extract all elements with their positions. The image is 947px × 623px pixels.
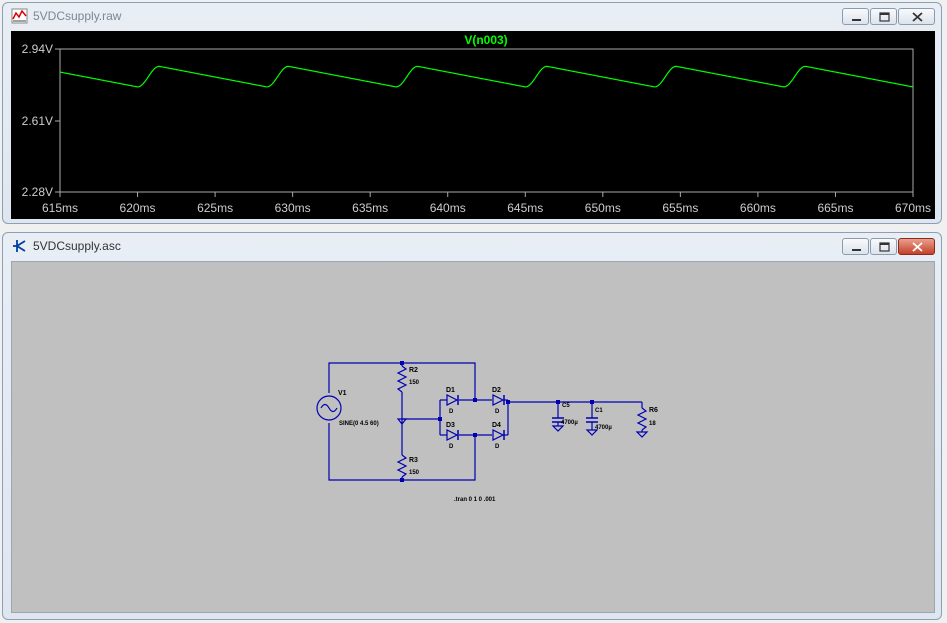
waveform-window[interactable]: 5VDCsupply.raw V(n003) 2.94V 2.61V 2.28V bbox=[2, 2, 942, 224]
x-tick-label: 650ms bbox=[585, 201, 621, 215]
maximize-button[interactable] bbox=[870, 8, 897, 25]
c1-value: 4700µ bbox=[595, 425, 612, 431]
y-tick-label: 2.94V bbox=[22, 42, 53, 56]
capacitor-c1[interactable] bbox=[585, 417, 599, 436]
waveform-titlebar[interactable]: 5VDCsupply.raw bbox=[3, 3, 941, 29]
minimize-button[interactable] bbox=[842, 238, 869, 255]
y-tick-label: 2.61V bbox=[22, 114, 53, 128]
x-tick-label: 665ms bbox=[817, 201, 853, 215]
junction-dot bbox=[438, 417, 442, 421]
junctions bbox=[400, 361, 594, 482]
maximize-icon bbox=[879, 242, 890, 252]
r3-label: R3 bbox=[409, 457, 418, 464]
waveform-plot[interactable]: V(n003) 2.94V 2.61V 2.28V 615ms 620ms 625m… bbox=[11, 31, 935, 219]
r6-label: R6 bbox=[649, 407, 658, 414]
minimize-icon bbox=[852, 249, 861, 251]
wire[interactable] bbox=[328, 423, 402, 481]
d4-label: D4 bbox=[492, 422, 501, 429]
maximize-icon bbox=[879, 12, 890, 22]
spice-directive[interactable]: .tran 0 1 0 .001 bbox=[454, 497, 496, 503]
x-tick-label: 670ms bbox=[895, 201, 931, 215]
diode-d1[interactable] bbox=[446, 394, 459, 406]
close-button[interactable] bbox=[898, 238, 935, 255]
d1-model: D bbox=[449, 409, 454, 415]
schematic-window[interactable]: 5VDCsupply.asc bbox=[2, 232, 942, 620]
x-tick-label: 660ms bbox=[740, 201, 776, 215]
minimize-icon bbox=[852, 19, 861, 21]
trace-label[interactable]: V(n003) bbox=[464, 33, 507, 47]
d2-label: D2 bbox=[492, 387, 501, 394]
c5-value: 4700µ bbox=[561, 420, 578, 426]
close-icon bbox=[912, 12, 923, 22]
junction-dot bbox=[473, 398, 477, 402]
r6-value: 18 bbox=[649, 421, 656, 427]
close-icon bbox=[912, 242, 923, 252]
x-tick-label: 640ms bbox=[430, 201, 466, 215]
maximize-button[interactable] bbox=[870, 238, 897, 255]
junction-dot bbox=[506, 400, 510, 404]
d3-label: D3 bbox=[446, 422, 455, 429]
v1-label: V1 bbox=[338, 390, 347, 397]
schematic-svg[interactable]: V1 SINE(0 4.5 60) R2 150 R3 150 D1 D bbox=[12, 262, 934, 612]
r2-value: 150 bbox=[409, 380, 420, 386]
r2-label: R2 bbox=[409, 367, 418, 374]
v1-value: SINE(0 4.5 60) bbox=[339, 421, 379, 427]
junction-dot bbox=[556, 400, 560, 404]
d1-label: D1 bbox=[446, 387, 455, 394]
x-tick-label: 630ms bbox=[275, 201, 311, 215]
minimize-button[interactable] bbox=[842, 8, 869, 25]
junction-dot bbox=[590, 400, 594, 404]
wire[interactable] bbox=[402, 435, 476, 481]
x-tick-label: 620ms bbox=[120, 201, 156, 215]
schematic-titlebar[interactable]: 5VDCsupply.asc bbox=[3, 233, 941, 259]
c1-label: C1 bbox=[595, 408, 603, 414]
x-tick-label: 655ms bbox=[662, 201, 698, 215]
waveform-window-title: 5VDCsupply.raw bbox=[33, 9, 122, 23]
r3-value: 150 bbox=[409, 470, 420, 476]
wire[interactable] bbox=[402, 362, 476, 400]
diode-d4[interactable] bbox=[492, 429, 505, 441]
diode-d3[interactable] bbox=[446, 429, 459, 441]
x-tick-label: 635ms bbox=[352, 201, 388, 215]
schematic-canvas[interactable]: V1 SINE(0 4.5 60) R2 150 R3 150 D1 D bbox=[11, 261, 935, 613]
junction-dot bbox=[400, 361, 404, 365]
junction-dot bbox=[473, 433, 477, 437]
diode-d2[interactable] bbox=[492, 394, 505, 406]
close-button[interactable] bbox=[898, 8, 935, 25]
waveform-svg[interactable]: V(n003) 2.94V 2.61V 2.28V 615ms 620ms 625m… bbox=[11, 31, 935, 219]
d3-model: D bbox=[449, 444, 454, 450]
node-symbol bbox=[396, 418, 408, 425]
x-tick-label: 645ms bbox=[507, 201, 543, 215]
d4-model: D bbox=[495, 444, 500, 450]
y-axis: 2.94V 2.61V 2.28V bbox=[22, 42, 60, 199]
schematic-icon bbox=[13, 240, 26, 252]
resistor-r6[interactable] bbox=[635, 407, 649, 438]
resistor-r2[interactable] bbox=[396, 365, 408, 393]
y-tick-label: 2.28V bbox=[22, 185, 53, 199]
c5-label: C5 bbox=[562, 403, 570, 409]
voltage-source-v1[interactable] bbox=[316, 395, 342, 421]
waveform-icon bbox=[11, 8, 28, 24]
plot-frame bbox=[59, 48, 914, 193]
x-tick-label: 615ms bbox=[42, 201, 78, 215]
schematic-window-title: 5VDCsupply.asc bbox=[33, 239, 121, 253]
x-tick-label: 625ms bbox=[197, 201, 233, 215]
d2-model: D bbox=[495, 409, 500, 415]
junction-dot bbox=[400, 478, 404, 482]
wire[interactable] bbox=[328, 362, 402, 393]
capacitor-c5[interactable] bbox=[551, 417, 565, 432]
trace-line[interactable] bbox=[59, 65, 914, 88]
resistor-r3[interactable] bbox=[396, 454, 408, 478]
x-axis: 615ms 620ms 625ms 630ms 635ms 640ms 645ms 650ms… bbox=[42, 192, 931, 215]
